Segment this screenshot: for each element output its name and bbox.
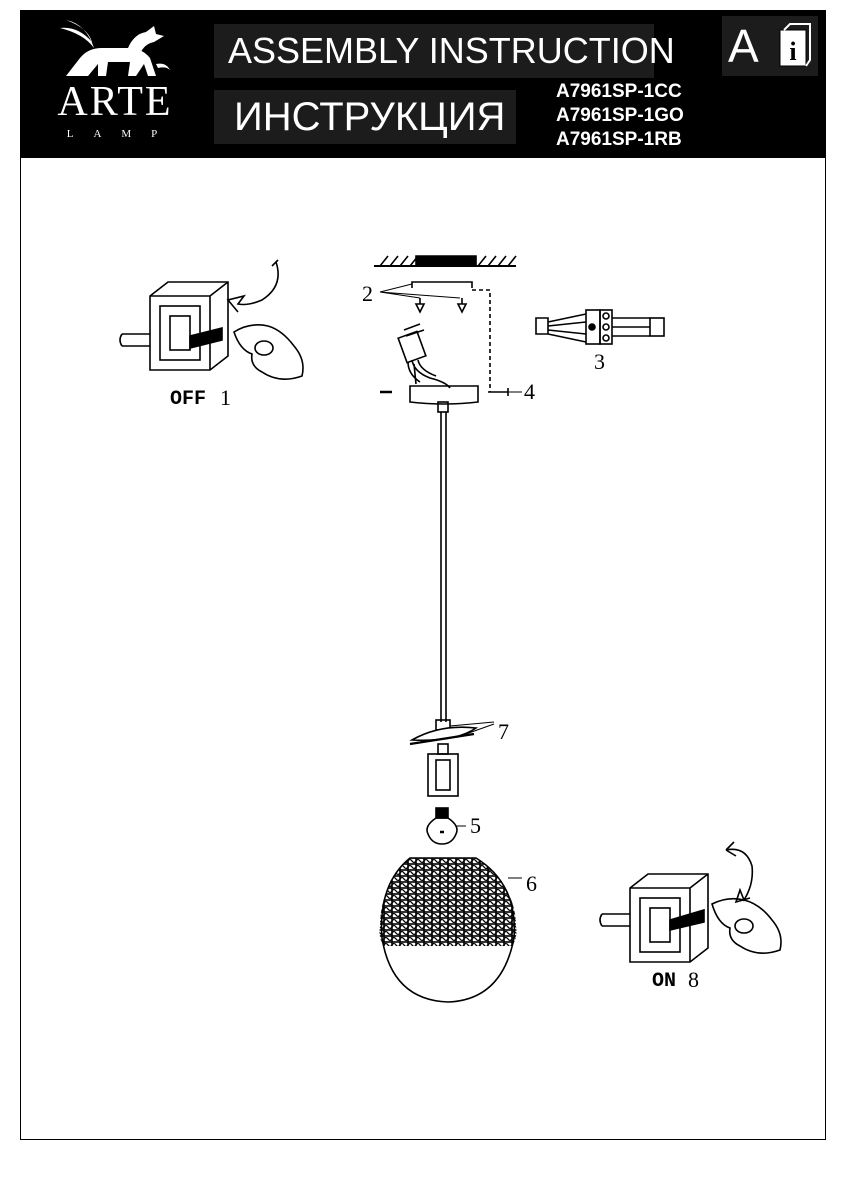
step-number-1: 1 (220, 385, 231, 410)
manual-book-icon: i (779, 23, 811, 67)
brand-subtitle: LAMP (66, 128, 178, 140)
step-number-4: 4 (524, 379, 535, 404)
info-badge: A i (722, 16, 818, 76)
mounting-bracket (411, 281, 491, 392)
model-code: A7961SP-1RB (556, 129, 682, 150)
wall-switch-on (599, 841, 782, 963)
step-number-5: 5 (470, 813, 481, 838)
suspension-cord (440, 412, 447, 722)
model-code: A7961SP-1CC (556, 81, 682, 102)
svg-text:i: i (789, 37, 796, 66)
step-number-3: 3 (594, 349, 605, 374)
model-list: A7961SP-1CC A7961SP-1GO A7961SP-1RB (556, 80, 684, 152)
step-number-6: 6 (526, 871, 537, 896)
wire-terminal (397, 323, 451, 389)
canopy (380, 385, 509, 413)
wire-connector (535, 309, 665, 345)
switch-on-label: ON (652, 970, 677, 993)
griffin-icon (60, 20, 170, 76)
lamp-shade (379, 857, 517, 1003)
wall-switch-off (119, 259, 304, 380)
ceiling (374, 255, 517, 267)
step-number-8: 8 (688, 967, 699, 992)
model-code: A7961SP-1GO (556, 105, 684, 126)
brand-logo: ARTE LAMP (30, 14, 200, 142)
step-number-2: 2 (362, 281, 373, 306)
light-bulb (426, 807, 458, 845)
step-number-7: 7 (498, 719, 509, 744)
lamp-holder-cover (409, 719, 479, 797)
brand-name: ARTE (57, 79, 173, 125)
title-english: ASSEMBLY INSTRUCTION (214, 24, 675, 78)
info-letter: A (728, 20, 759, 72)
title-russian: ИНСТРУКЦИЯ (214, 90, 516, 144)
switch-off-label: OFF (170, 388, 207, 411)
